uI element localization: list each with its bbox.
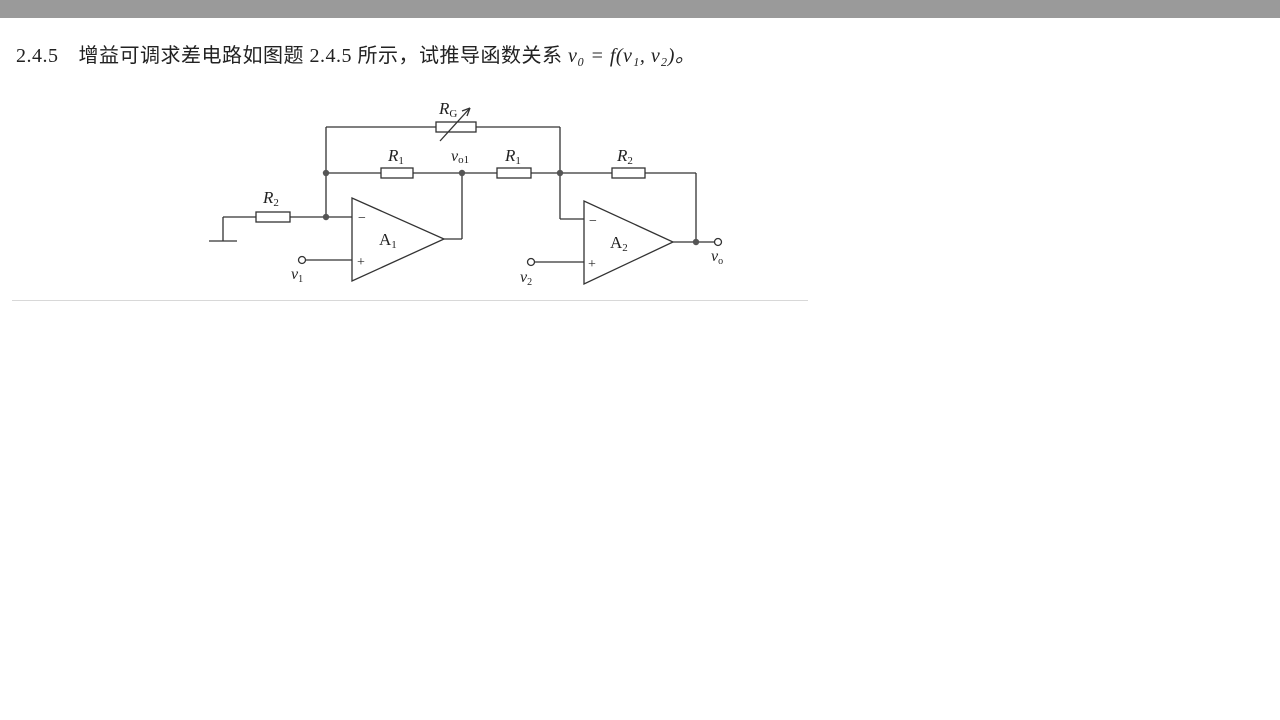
resistor-r1-right: [496, 167, 532, 179]
terminal-v2: [526, 257, 536, 267]
label-a2: A2: [610, 233, 628, 254]
resistor-r2-left: [255, 211, 291, 223]
label-r1-left: R1: [387, 146, 404, 167]
label-r2-right: R2: [616, 146, 633, 167]
label-vo1: vo1: [451, 148, 469, 166]
junction-dot: [692, 238, 700, 246]
junction-dot: [322, 169, 330, 177]
terminal-v1: [297, 255, 307, 265]
label-a1-plus: +: [357, 255, 365, 270]
circuit-diagram: RG R1 R1 R2 R2 vo1 A1 A2 − + − + v1 v2 v…: [209, 99, 723, 288]
resistor-rg: [435, 121, 477, 133]
label-r2-left: R2: [262, 188, 279, 209]
top-bar: [0, 0, 1280, 18]
label-a1-minus: −: [358, 211, 366, 226]
divider: [12, 300, 808, 301]
question-number: 2.4.5: [16, 45, 59, 67]
question-formula: v₀ = f(v₁, v₂)。: [568, 45, 696, 67]
opamp-a1: [351, 196, 446, 283]
resistor-r1-left: [380, 167, 414, 179]
label-a2-plus: +: [588, 257, 596, 272]
label-rg: RG: [438, 99, 457, 120]
junction-dot: [556, 169, 564, 177]
terminal-vo: [713, 237, 723, 247]
junction-dot: [322, 213, 330, 221]
label-v2: v2: [520, 269, 532, 288]
opamp-a2: [583, 199, 675, 286]
variable-arrow-icon: [439, 107, 471, 142]
label-r1-right: R1: [504, 146, 521, 167]
label-a1: A1: [379, 230, 397, 251]
label-vo: vo: [711, 248, 723, 267]
label-a2-minus: −: [589, 214, 597, 229]
label-v1: v1: [291, 266, 303, 285]
resistor-r2-right: [611, 167, 646, 179]
question-text: 2.4.5 增益可调求差电路如图题 2.4.5 所示，试推导函数关系 v₀ = f…: [16, 39, 695, 68]
ground-symbol: [209, 217, 237, 242]
question-body: 增益可调求差电路如图题 2.4.5 所示，试推导函数关系: [78, 45, 563, 67]
junction-dot: [458, 169, 466, 177]
